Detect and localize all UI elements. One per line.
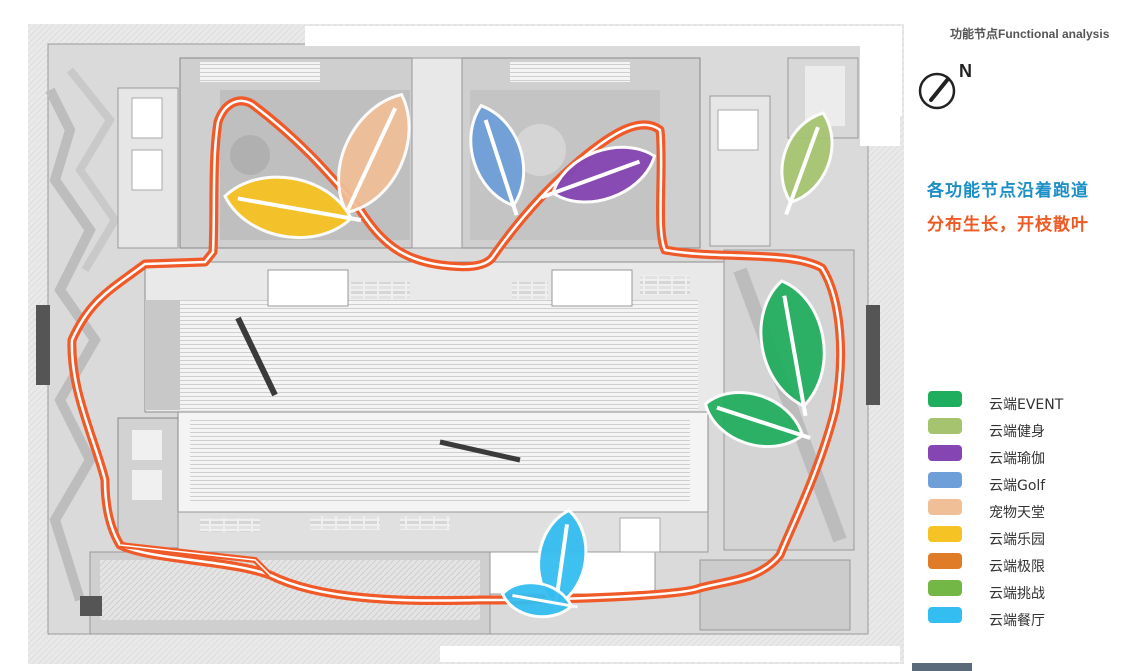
leaf-cloud-fitness <box>780 111 834 216</box>
compass-icon: N <box>918 61 972 110</box>
legend-swatch <box>928 472 962 488</box>
leaf-cloud-restaurant-lower <box>500 581 578 619</box>
corner-tab <box>912 663 972 671</box>
legend-label: 云端餐厅 <box>989 613 1045 629</box>
left-zigzag-roof <box>45 87 101 602</box>
right-dark-block <box>866 305 880 405</box>
legend-label: 云端极限 <box>989 559 1045 575</box>
north-label: N <box>959 62 972 81</box>
left-dark-block <box>36 305 50 385</box>
leaf-cloud-event-upper <box>759 279 826 417</box>
top-white-strip <box>305 26 885 46</box>
legend-swatch <box>928 553 962 569</box>
legend-swatch <box>928 526 962 542</box>
page-title: 功能节点Functional analysis <box>950 27 1110 41</box>
legend-label: 云端健身 <box>989 424 1045 440</box>
leaf-cloud-golf <box>469 103 526 216</box>
headline-line-1: 各功能节点沿着跑道 <box>927 181 1089 201</box>
headline-line-2: 分布生长，开枝散叶 <box>927 215 1089 235</box>
leaf-cloud-park <box>223 175 362 240</box>
legend-label: 云端挑战 <box>989 586 1045 602</box>
legend-label: 云端乐园 <box>989 532 1045 548</box>
legend-label: 云端EVENT <box>989 397 1064 413</box>
legend-swatch <box>928 391 962 407</box>
site-plan <box>28 24 904 664</box>
legend-label: 宠物天堂 <box>989 505 1045 521</box>
leaf-cloud-yoga <box>541 145 657 204</box>
legend-swatch <box>928 445 962 461</box>
legend-swatch <box>928 607 962 623</box>
legend-swatch <box>928 418 962 434</box>
leaf-cloud-event-lower <box>703 390 811 448</box>
legend-label: 云端瑜伽 <box>989 451 1045 467</box>
legend-swatch <box>928 499 962 515</box>
legend-swatch <box>928 580 962 596</box>
legend-label: 云端Golf <box>989 478 1046 494</box>
north-arrow: N <box>916 61 976 112</box>
